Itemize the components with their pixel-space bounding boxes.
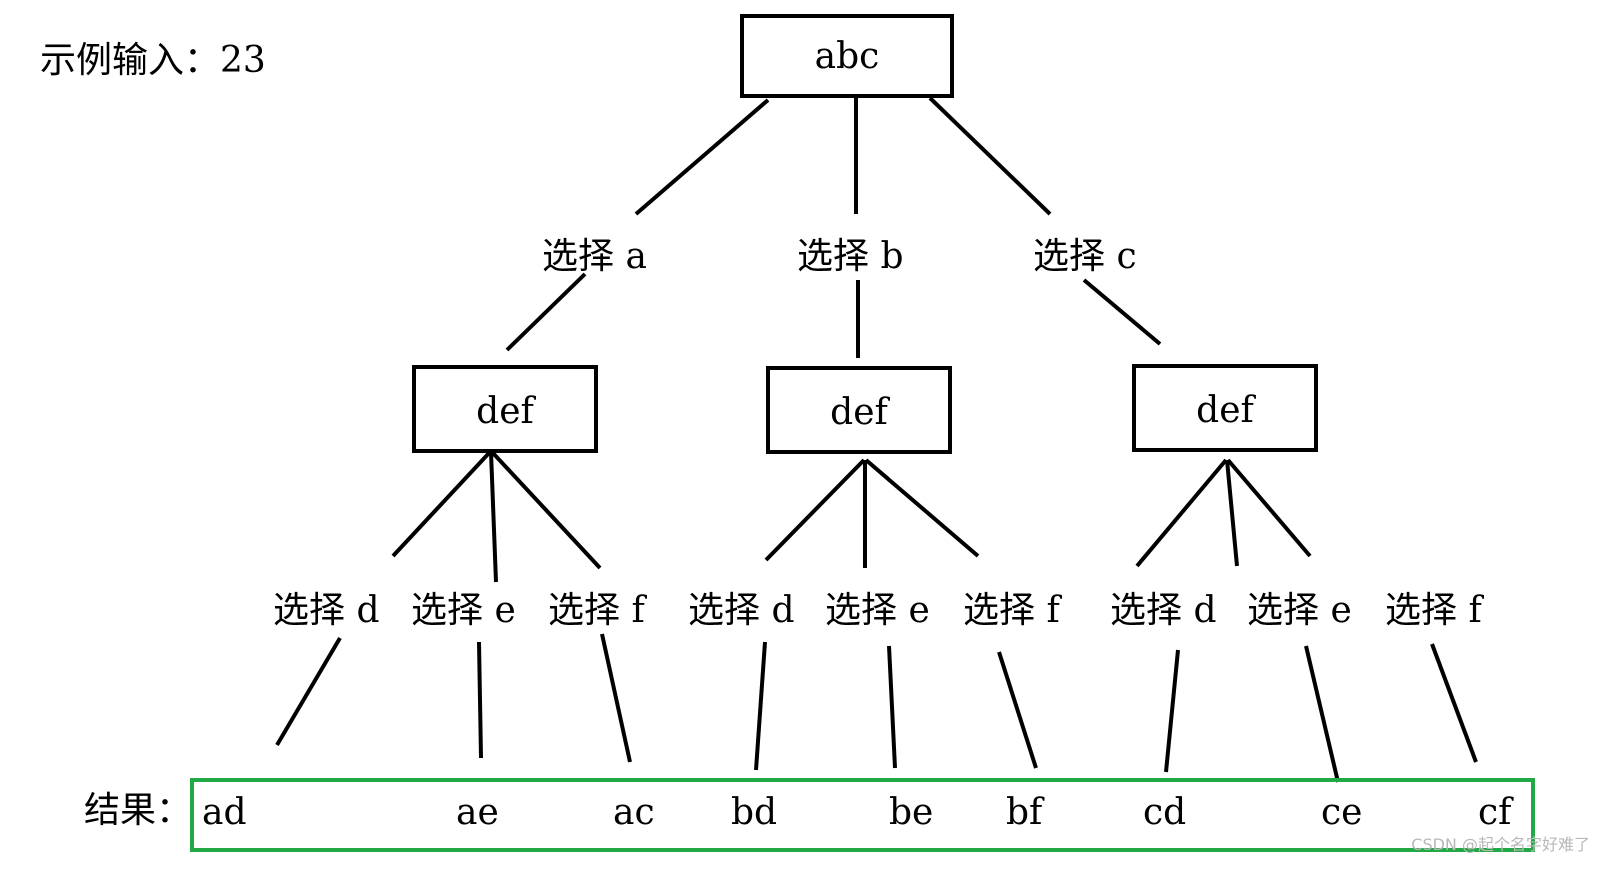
edge-result-ae [477, 641, 483, 759]
choice-label-a-e: 选择 e [411, 590, 516, 631]
result-label: 结果： [84, 790, 192, 831]
choice-label-b-d: 选择 d [688, 590, 795, 631]
watermark-text: CSDN @起个名字好难了 [1411, 835, 1590, 854]
choice-label-a: 选择 a [542, 236, 647, 277]
edge-def1-f [490, 450, 602, 570]
edge-def1-d [391, 450, 492, 558]
edge-root-choice-a [634, 98, 770, 216]
def-node-label-2: def [830, 392, 890, 433]
edge-choice-c-def3 [1082, 278, 1162, 346]
choice-label-c-d: 选择 d [1110, 590, 1217, 631]
choice-label-b-e: 选择 e [825, 590, 930, 631]
edge-def2-d [764, 458, 866, 562]
choice-label-a-d: 选择 d [273, 590, 380, 631]
choice-label-c-e: 选择 e [1247, 590, 1352, 631]
result-item: ce [1321, 792, 1362, 833]
edge-root-choice-c [928, 96, 1052, 216]
choice-label-b: 选择 b [797, 236, 904, 277]
choice-label-b-f: 选择 f [963, 590, 1062, 631]
result-item: ad [202, 792, 247, 833]
result-item: bd [731, 792, 777, 833]
edge-def1-e [489, 451, 498, 583]
root-node-label: abc [815, 36, 880, 77]
root-node-box [740, 14, 954, 98]
result-item: cd [1143, 792, 1186, 833]
result-item: ac [613, 792, 655, 833]
def-node-label-1: def [476, 391, 536, 432]
result-item: be [889, 792, 933, 833]
edge-result-bd [754, 641, 767, 771]
def-node-box-1 [412, 365, 598, 453]
choice-label-c: 选择 c [1033, 236, 1137, 277]
choice-label-a-f: 选择 f [548, 590, 647, 631]
edge-def3-d [1135, 458, 1228, 568]
edge-result-ac [600, 633, 632, 763]
result-box [190, 778, 1535, 852]
def-node-box-3 [1132, 364, 1318, 452]
result-item: cf [1478, 792, 1514, 833]
edge-result-ad [275, 636, 342, 747]
edge-result-cf [1430, 643, 1478, 763]
edge-result-ce [1304, 645, 1340, 783]
def-node-box-2 [766, 366, 952, 454]
edge-result-bf [997, 651, 1038, 769]
result-item: bf [1006, 792, 1045, 833]
edge-def3-e [1225, 459, 1239, 567]
edge-result-be [887, 645, 897, 769]
choice-label-c-f: 选择 f [1385, 590, 1484, 631]
edge-result-cd [1164, 649, 1180, 773]
result-item: ae [456, 792, 499, 833]
edge-def3-f [1226, 458, 1312, 558]
example-input-caption: 示例输入：23 [40, 40, 266, 81]
edge-def2-f [864, 458, 980, 558]
edge-choice-a-def1 [505, 272, 587, 352]
def-node-label-3: def [1196, 390, 1256, 431]
